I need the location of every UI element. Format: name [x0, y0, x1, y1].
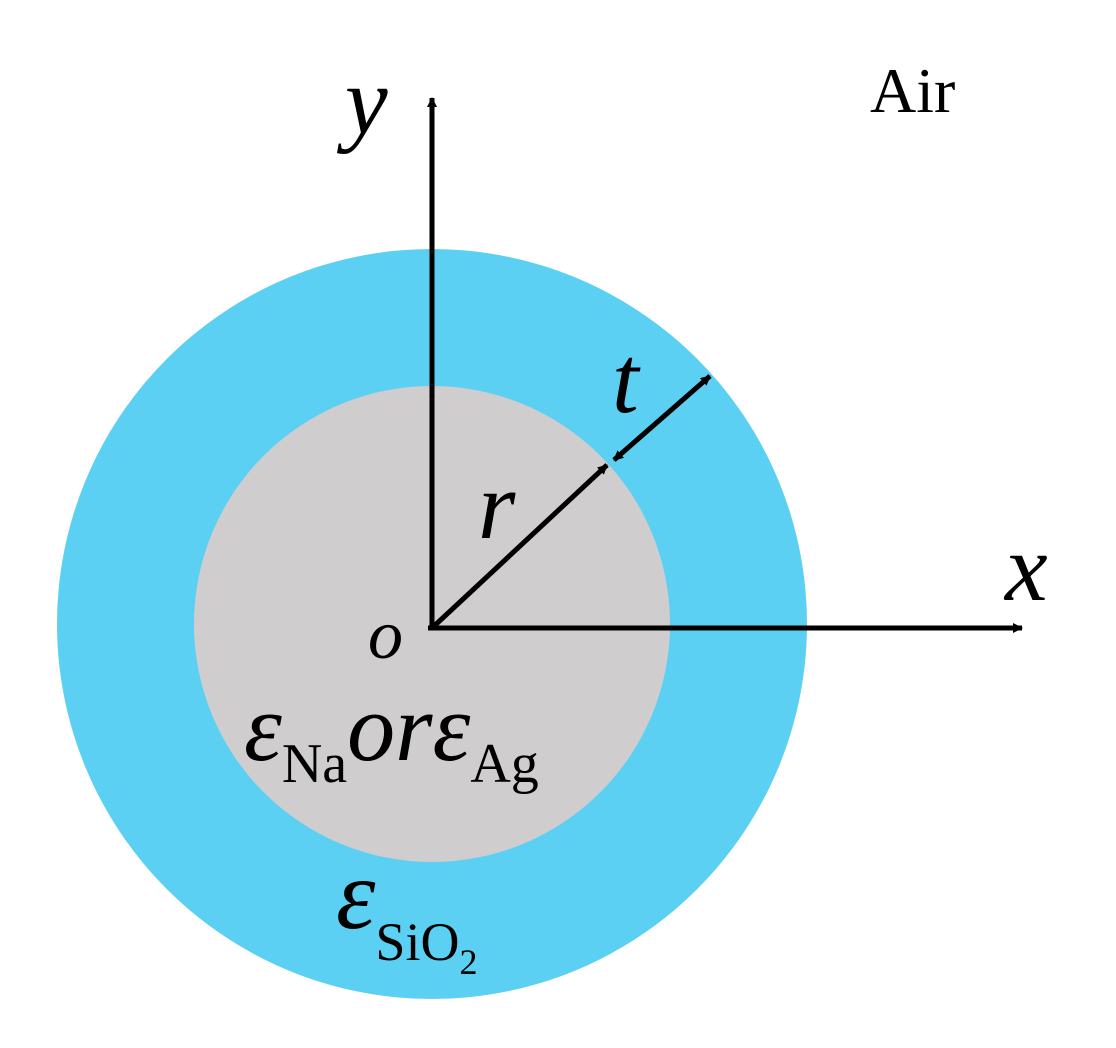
shell-sub-index: 2: [459, 942, 477, 982]
thickness-label: t: [612, 326, 641, 433]
core-or-text: or: [347, 674, 433, 781]
shell-sub: SiO: [375, 912, 459, 972]
core-eps-ag: ε: [432, 674, 470, 781]
radius-arrow: [430, 463, 609, 630]
core-permittivity-label: εNaorεAg: [244, 674, 539, 795]
origin-label: o: [368, 597, 403, 674]
y-axis-label: y: [336, 47, 388, 154]
air-label: Air: [870, 55, 955, 126]
radius-label: r: [478, 452, 516, 559]
core-sub-ag: Ag: [470, 733, 538, 795]
shell-permittivity-label: εSiO2: [336, 839, 477, 982]
shell-eps: ε: [336, 839, 376, 950]
core-sub-na: Na: [282, 733, 347, 795]
thickness-arrow: [612, 374, 712, 462]
x-axis-label: x: [1003, 514, 1048, 621]
core-eps-na: ε: [244, 674, 282, 781]
